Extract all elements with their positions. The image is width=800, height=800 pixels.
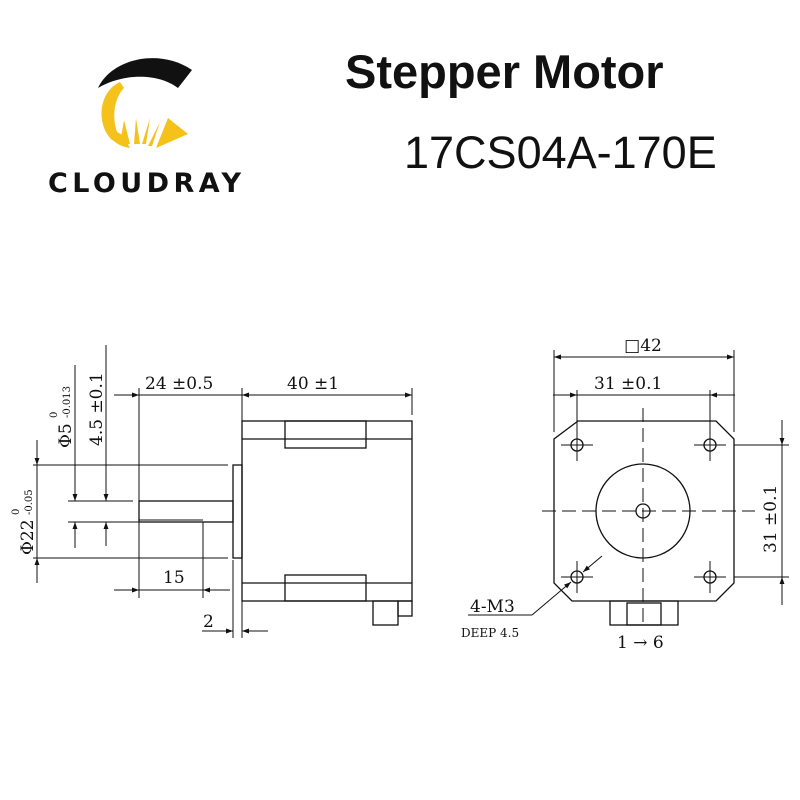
shaft-tol-lower: -0.013 <box>62 386 73 418</box>
mounting-holes <box>561 429 726 593</box>
dim-body-length: 40 ±1 <box>287 374 339 394</box>
logo-black-arc <box>98 58 192 88</box>
shaft-tol-upper: 0 <box>49 412 60 418</box>
model-number: 17CS04A-170E <box>404 127 717 178</box>
dim-flange-thickness: 2 <box>203 612 214 632</box>
page-title: Stepper Motor <box>345 45 664 98</box>
dim-hole-spacing-h: 31 ±0.1 <box>594 374 662 394</box>
flange-boss <box>232 464 243 559</box>
side-view: 24 ±0.5 40 ±1 15 2 Φ22 0 -0.05 Φ5 0 -0.0… <box>11 345 413 638</box>
dim-flat-length: 15 <box>163 568 185 588</box>
boss-tol-upper: 0 <box>11 509 22 515</box>
pin-range: 1 → 6 <box>617 633 664 653</box>
connector <box>372 600 399 626</box>
logo-rays <box>120 118 188 148</box>
front-view: □42 31 ±0.1 31 ±0.1 4-M3 DEEP 4.5 1 → 6 <box>461 336 789 653</box>
hole-depth: DEEP 4.5 <box>461 626 519 640</box>
dim-shaft-length: 24 ±0.5 <box>145 374 213 394</box>
boss-circle <box>595 463 691 559</box>
shaft <box>138 500 234 523</box>
dim-flat-depth: 4.5 ±0.1 <box>87 372 107 446</box>
dim-shaft-diameter: Φ5 <box>56 423 76 448</box>
dim-frame-size: □42 <box>624 336 662 356</box>
brand-name: CLOUDRAY <box>48 168 244 199</box>
connector-front <box>609 600 679 626</box>
dim-hole-spacing-v: 31 ±0.1 <box>761 485 781 553</box>
hole-spec: 4-M3 <box>470 597 515 617</box>
mounting-plate <box>553 420 735 602</box>
cloudray-logo: CLOUDRAY <box>48 58 244 199</box>
dim-boss-diameter: Φ22 <box>18 519 38 555</box>
boss-tol-lower: -0.05 <box>24 489 35 515</box>
shaft-circle <box>635 503 651 519</box>
